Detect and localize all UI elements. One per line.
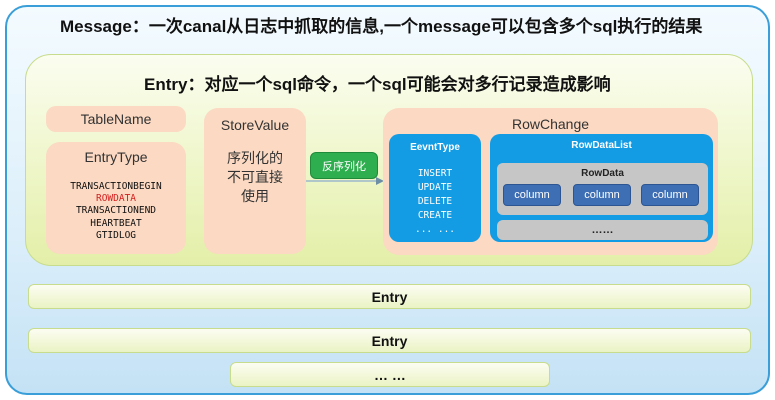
evnttype-item: ... ... [414,224,456,235]
entry-bar: Entry [28,328,751,353]
storevalue-description: 序列化的 不可直接 使用 [204,149,306,206]
entrytype-item: TRANSACTIONBEGIN [70,181,162,192]
message-title: Message：一次canal从日志中抓取的信息,一个message可以包含多个… [60,17,703,36]
evnttype-item: CREATE [417,210,453,221]
entrytype-title: EntryType [84,149,148,165]
entrytype-item-highlighted: ROWDATA [95,193,137,205]
arrow-right-icon [306,177,384,185]
evnttype-item: UPDATE [417,182,453,193]
evnttype-item: INSERT [417,168,453,179]
rowdata-title: RowData [581,168,624,179]
storevalue-title: StoreValue [220,117,290,133]
evnttype-box: EevntType INSERT UPDATE DELETE CREATE ..… [389,134,481,242]
deserialize-label: 反序列化 [310,152,378,179]
column-box: column [573,184,631,206]
tablename-box: TableName [46,106,186,132]
entrytype-list: TRANSACTIONBEGIN ROWDATA TRANSACTIONEND … [46,181,186,242]
rowdata-more-box: …… [497,220,708,240]
storevalue-box: StoreValue 序列化的 不可直接 使用 [204,108,306,254]
column-box: column [641,184,699,206]
more-entries-bar: … … [230,362,550,387]
rowchange-title: RowChange [511,116,590,132]
evnttype-item: DELETE [417,196,453,207]
storevalue-line: 序列化的 [227,150,283,166]
entrytype-item: HEARTBEAT [90,217,142,229]
entry-title: Entry：对应一个sql命令，一个sql可能会对多行记录造成影响 [144,75,611,94]
entrytype-box: EntryType TRANSACTIONBEGIN ROWDATA TRANS… [46,142,186,254]
storevalue-line: 使用 [241,188,269,204]
storevalue-line: 不可直接 [227,169,283,185]
evnttype-list: INSERT UPDATE DELETE CREATE ... ... [389,167,481,237]
entrytype-item: GTIDLOG [95,229,137,241]
column-box: column [503,184,561,206]
evnttype-title: EevntType [410,142,460,153]
entry-bar: Entry [28,284,751,309]
entrytype-item: TRANSACTIONEND [75,205,157,217]
rowdatalist-title: RowDataList [571,140,632,151]
